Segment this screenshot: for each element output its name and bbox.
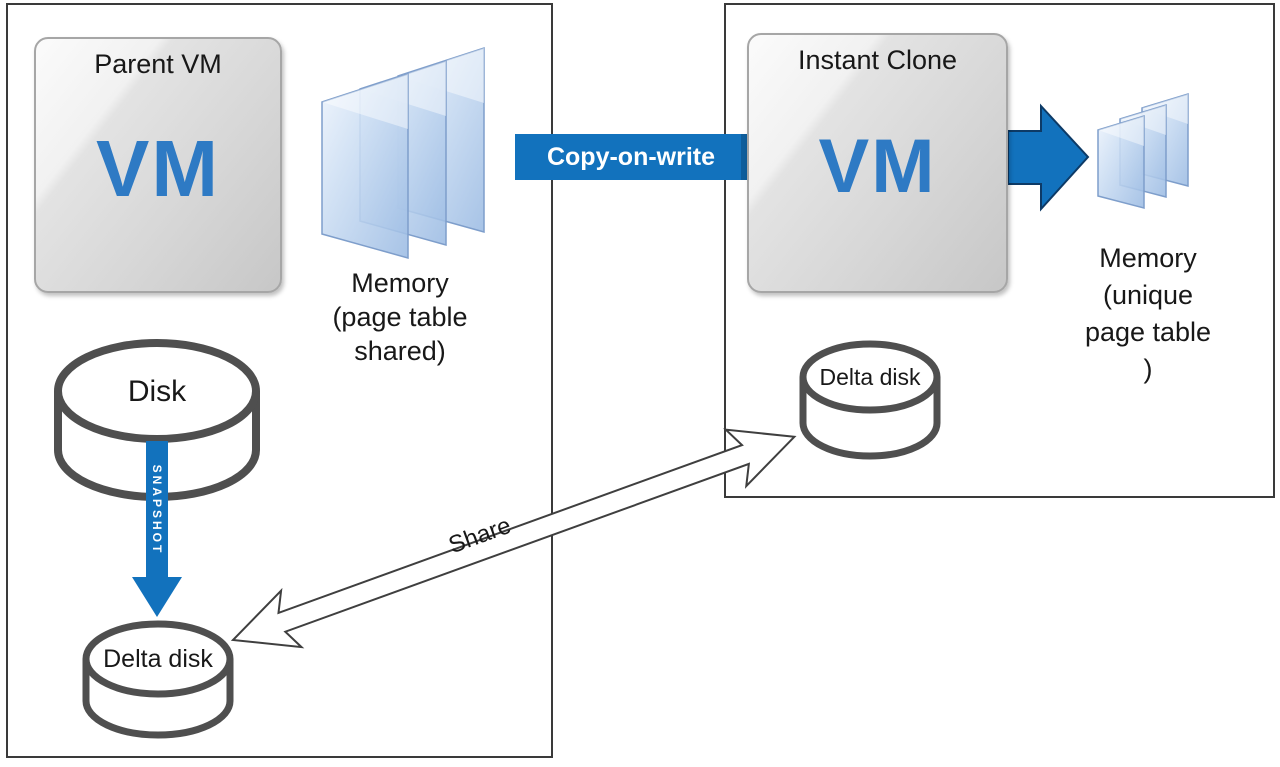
memory-pages-unique-icon bbox=[1097, 92, 1189, 209]
memory-shared-caption-line2: (page table bbox=[332, 302, 468, 332]
memory-unique-caption-line1: Memory (unique bbox=[1099, 243, 1197, 310]
instant-clone-title: Instant Clone bbox=[797, 45, 958, 75]
copy-on-write-label: Copy-on-write bbox=[546, 142, 716, 171]
memory-pages-shared-icon bbox=[321, 46, 485, 259]
instant-clone-vm-letters: VM bbox=[818, 124, 937, 209]
vm-to-memory-arrow-icon bbox=[1007, 103, 1090, 212]
delta-disk-right-label: Delta disk bbox=[819, 364, 921, 390]
disk-label: Disk bbox=[127, 375, 187, 408]
parent-vm-letters: VM bbox=[96, 123, 220, 213]
snapshot-arrow-icon bbox=[132, 441, 182, 617]
delta-disk-left-cylinder-icon bbox=[82, 620, 234, 739]
memory-unique-caption-line2: page table ) bbox=[1084, 317, 1212, 384]
memory-unique-caption: Memory (unique page table ) bbox=[1082, 240, 1214, 388]
instant-clone-vm-box: Instant Clone VM bbox=[747, 33, 1008, 293]
memory-shared-caption-line1: Memory bbox=[351, 268, 449, 298]
share-arrow-icon bbox=[230, 428, 797, 649]
memory-shared-caption-line3: shared) bbox=[354, 336, 446, 366]
memory-shared-caption: Memory (page table shared) bbox=[332, 266, 467, 368]
parent-vm-box: Parent VM VM bbox=[34, 37, 282, 293]
delta-disk-left-label: Delta disk bbox=[103, 645, 213, 673]
copy-on-write-arrow: Copy-on-write bbox=[515, 134, 747, 180]
parent-vm-title: Parent VM bbox=[94, 49, 222, 79]
delta-disk-right-cylinder-icon bbox=[799, 340, 941, 460]
snapshot-label: SNAPSHOT bbox=[150, 464, 164, 556]
